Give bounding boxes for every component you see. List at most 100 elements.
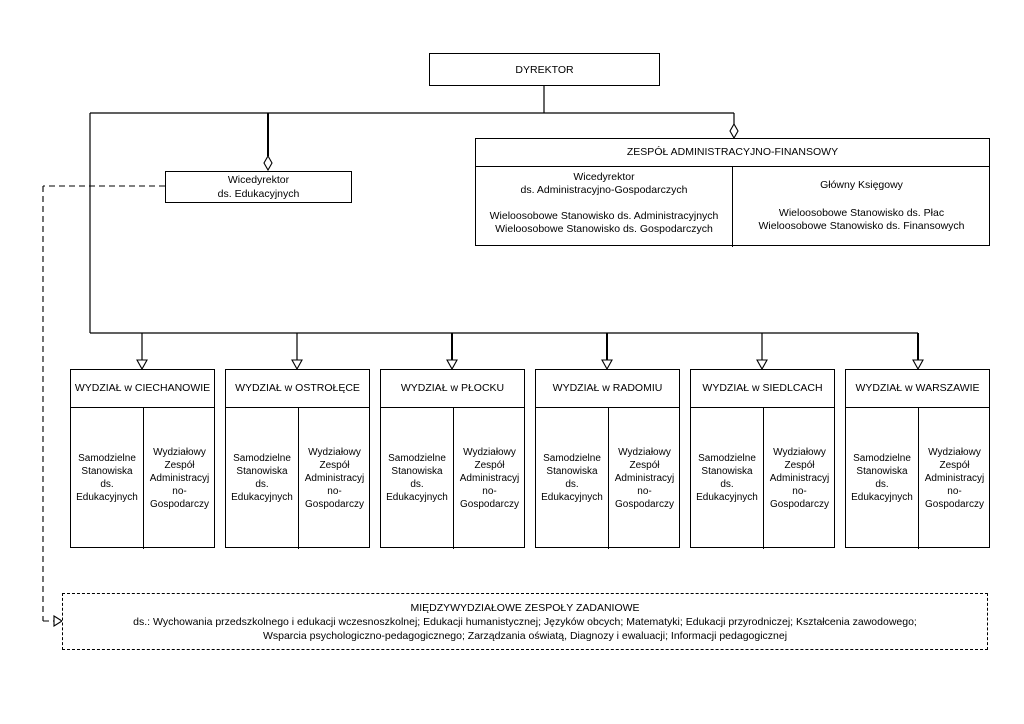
vice-admin-title: Wicedyrektor — [573, 171, 635, 183]
aggregation-diamond — [263, 154, 273, 172]
cell-line: Stanowiska — [236, 466, 288, 477]
department-title: WYDZIAŁ w WARSZAWIE — [855, 382, 980, 394]
cell-line: Zespół — [164, 459, 195, 471]
department-title: WYDZIAŁ w OSTROŁĘCE — [235, 382, 360, 394]
admin-position: Wieloosobowe Stanowisko ds. Administracy… — [489, 210, 719, 222]
cell-line: Edukacyjnych — [696, 492, 758, 503]
vice-education-title: Wicedyrektor — [227, 174, 290, 186]
cell-line: Samodzielne — [698, 453, 756, 464]
arrowhead — [291, 359, 303, 371]
department-title: WYDZIAŁ w RADOMIU — [552, 382, 663, 394]
arrowhead — [446, 359, 458, 371]
admin-team-title: ZESPÓŁ ADMINISTRACYJNO-FINANSOWY — [626, 146, 839, 158]
cell-line: Administracyj — [614, 472, 675, 484]
cell-line: Wydziałowy — [308, 446, 361, 458]
vice-education-subtitle: ds. Edukacyjnych — [217, 188, 300, 200]
cell-line: Edukacyjnych — [386, 492, 448, 503]
cell-line: no- — [792, 485, 807, 497]
cell-line: Administracyj — [924, 472, 985, 484]
payroll-position: Wieloosobowe Stanowisko ds. Płac — [778, 207, 945, 219]
cell-line: ds. — [255, 479, 269, 490]
cell-line: Wydziałowy — [618, 446, 671, 458]
interdept-title: MIĘDZYWYDZIAŁOWE ZESPOŁY ZADANIOWE — [410, 601, 640, 614]
cell-line: Edukacyjnych — [76, 492, 138, 503]
cell-line: no- — [637, 485, 652, 497]
department-title: WYDZIAŁ w CIECHANOWIE — [74, 382, 211, 394]
cell-line: Stanowiska — [81, 466, 133, 477]
cell-line: Wydziałowy — [928, 446, 981, 458]
cell-line: Administracyj — [769, 472, 830, 484]
admin-finance-team-box: ZESPÓŁ ADMINISTRACYJNO-FINANSOWY Wicedyr… — [475, 138, 991, 247]
cell-line: ds. — [410, 479, 424, 490]
arrowhead — [53, 615, 64, 627]
cell-line: Gospodarczy — [460, 498, 519, 510]
cell-line: Samodzielne — [233, 453, 291, 464]
cell-line: Wydziałowy — [153, 446, 206, 458]
admin-team-left-column: Wicedyrektor ds. Administracyjno-Gospoda… — [476, 171, 732, 236]
arrowhead — [912, 359, 924, 371]
aggregation-diamond — [729, 122, 739, 140]
interdepartmental-teams-box: MIĘDZYWYDZIAŁOWE ZESPOŁY ZADANIOWE ds.: … — [62, 593, 988, 650]
cell-line: Zespół — [784, 459, 815, 471]
cell-line: Gospodarczy — [925, 498, 984, 510]
cell-line: Stanowiska — [856, 466, 908, 477]
cell-line: Edukacyjnych — [231, 492, 293, 503]
interdept-line-2: Wsparcia psychologiczno-pedagogicznego; … — [262, 629, 788, 642]
cell-line: Samodzielne — [78, 453, 136, 464]
cell-line: no- — [482, 485, 497, 497]
cell-line: no- — [947, 485, 962, 497]
vice-director-education-box: Wicedyrektor ds. Edukacyjnych — [165, 171, 352, 203]
cell-line: ds. — [565, 479, 579, 490]
vice-admin-subtitle: ds. Administracyjno-Gospodarczych — [520, 184, 688, 196]
department-title: WYDZIAŁ w SIEDLCACH — [702, 382, 823, 394]
cell-line: Edukacyjnych — [541, 492, 603, 503]
cell-line: Wydziałowy — [463, 446, 516, 458]
cell-line: Stanowiska — [391, 466, 443, 477]
director-label: DYREKTOR — [515, 63, 574, 76]
cell-line: Edukacyjnych — [851, 492, 913, 503]
cell-line: Samodzielne — [388, 453, 446, 464]
cell-line: Zespół — [474, 459, 505, 471]
cell-line: Gospodarczy — [150, 498, 209, 510]
economic-position: Wieloosobowe Stanowisko ds. Gospodarczyc… — [495, 223, 713, 235]
cell-line: no- — [172, 485, 187, 497]
cell-line: Administracyj — [459, 472, 520, 484]
chief-accountant: Główny Księgowy — [820, 179, 903, 191]
cell-line: no- — [327, 485, 342, 497]
arrowhead — [601, 359, 613, 371]
cell-line: Gospodarczy — [305, 498, 364, 510]
interdept-line-1: ds.: Wychowania przedszkolnego i edukacj… — [133, 615, 917, 628]
cell-line: ds. — [720, 479, 734, 490]
cell-line: Administracyj — [149, 472, 210, 484]
cell-line: ds. — [100, 479, 114, 490]
cell-line: Wydziałowy — [773, 446, 826, 458]
cell-line: Zespół — [319, 459, 350, 471]
arrowhead — [136, 359, 148, 371]
cell-line: ds. — [875, 479, 889, 490]
cell-line: Samodzielne — [543, 453, 601, 464]
finance-position: Wieloosobowe Stanowisko ds. Finansowych — [758, 220, 965, 232]
cell-line: Gospodarczy — [770, 498, 829, 510]
cell-line: Samodzielne — [853, 453, 911, 464]
cell-line: Stanowiska — [701, 466, 753, 477]
admin-team-right-column: Główny Księgowy Wieloosobowe Stanowisko … — [732, 179, 991, 233]
arrowhead — [756, 359, 768, 371]
cell-line: Gospodarczy — [615, 498, 674, 510]
cell-line: Zespół — [629, 459, 660, 471]
